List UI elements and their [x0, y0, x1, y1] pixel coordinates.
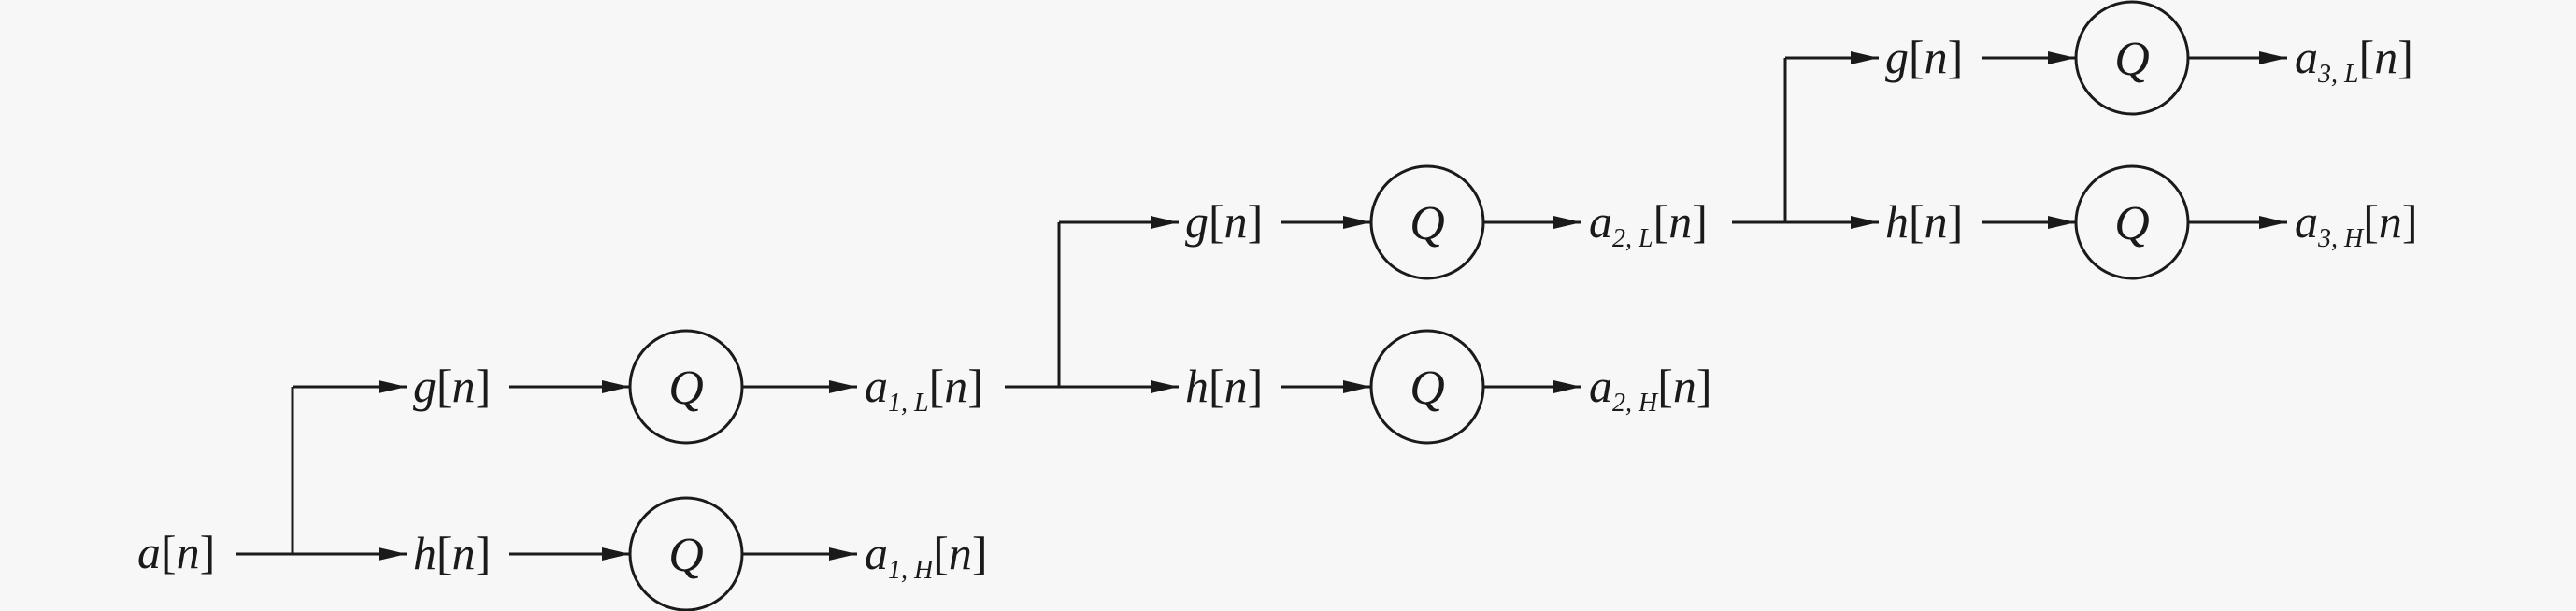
level-1-low-quantizer: Q — [628, 329, 744, 445]
quantizer-label: Q — [668, 362, 704, 415]
quantizer-label: Q — [2114, 197, 2150, 250]
level-2-lowpass-filter: g[n] — [1185, 195, 1263, 248]
level-2-highpass-filter: h[n] — [1185, 360, 1263, 412]
level-2-high-quantizer: Q — [1369, 329, 1485, 445]
quantizer-label: Q — [1410, 197, 1445, 250]
level-3-low-quantizer: Q — [2074, 0, 2190, 116]
quantizer-label: Q — [2114, 33, 2150, 86]
level-3-high-quantizer: Q — [2074, 164, 2190, 280]
level-1-high-quantizer: Q — [628, 496, 744, 611]
quantizer-label: Q — [1410, 362, 1445, 415]
level-1-low-output-label: a1, L[n] — [865, 360, 983, 418]
level-1-high-output-label: a1, H[n] — [865, 527, 988, 585]
level-2-high-output-label: a2, H[n] — [1589, 360, 1712, 418]
level-2-low-quantizer: Q — [1369, 164, 1485, 280]
quantizer-label: Q — [668, 529, 704, 582]
level-3-highpass-filter: h[n] — [1885, 195, 1963, 248]
level-3-low-output-label: a3, L[n] — [2295, 31, 2413, 89]
level-2-low-output-label: a2, L[n] — [1589, 195, 1708, 253]
level-3-high-output-label: a3, H[n] — [2295, 195, 2418, 253]
input-signal-label: a[n] — [137, 526, 215, 578]
level-1-highpass-filter: h[n] — [413, 527, 491, 579]
level-3-lowpass-filter: g[n] — [1885, 31, 1963, 83]
level-1-lowpass-filter: g[n] — [413, 360, 491, 412]
